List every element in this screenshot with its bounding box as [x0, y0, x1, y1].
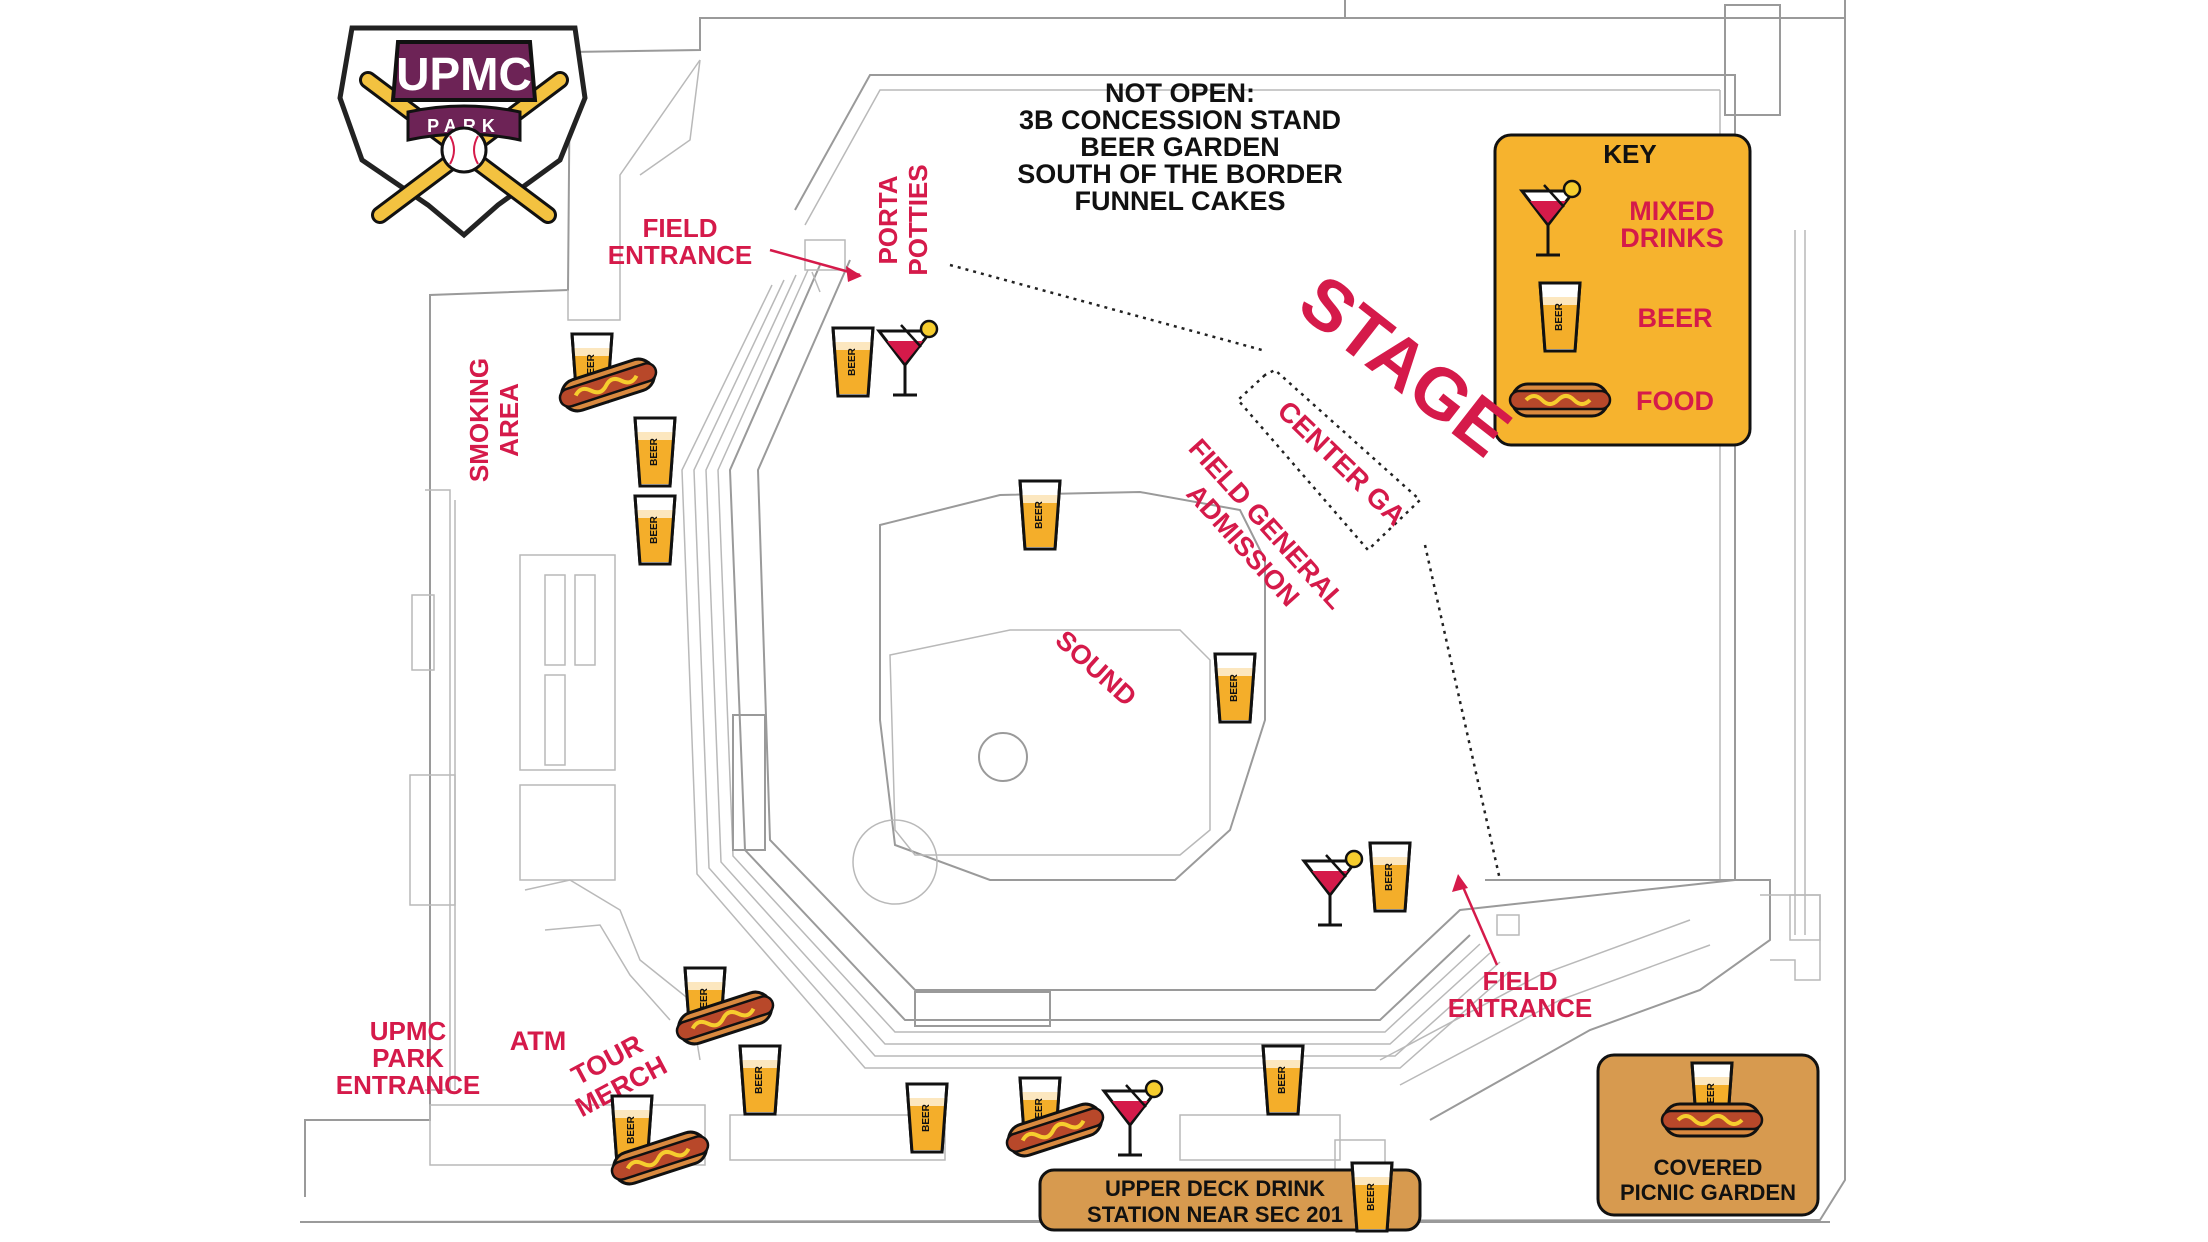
upper-deck-line-1: UPPER DECK DRINK	[1105, 1176, 1325, 1201]
stage-area-boundary	[949, 263, 1502, 881]
notice-line-3: BEER GARDEN	[1080, 132, 1280, 162]
label-field-entrance-right-1: FIELD	[1482, 966, 1557, 996]
label-smoking-2: AREA	[494, 383, 524, 457]
beer-icon	[1018, 479, 1062, 551]
key-beer-label: BEER	[1637, 303, 1712, 333]
logo-line2: PARK	[427, 116, 501, 136]
label-porta-2: POTTIES	[903, 164, 933, 275]
arrow-field-entrance-right	[1458, 879, 1499, 966]
label-sound: SOUND	[1050, 625, 1143, 713]
martini-icon	[877, 319, 939, 397]
label-field-entrance-top-2: ENTRANCE	[608, 240, 752, 270]
beer-icon	[1261, 1044, 1305, 1116]
beer-icon	[633, 494, 677, 566]
key-beer-icon	[1538, 281, 1582, 353]
label-atm: ATM	[510, 1026, 566, 1056]
notice-line-5: FUNNEL CAKES	[1074, 186, 1285, 216]
label-porta-1: PORTA	[873, 175, 903, 264]
covered-picnic-garden: COVERED PICNIC GARDEN	[1596, 1053, 1820, 1217]
not-open-notice: NOT OPEN: 3B CONCESSION STAND BEER GARDE…	[1017, 78, 1343, 216]
martini-icon	[1302, 849, 1364, 927]
stadium-outline	[299, 0, 1846, 1223]
arrow-field-entrance-top	[769, 248, 861, 277]
label-upmc-entrance-1: UPMC	[370, 1016, 447, 1046]
picnic-line-2: PICNIC GARDEN	[1620, 1180, 1796, 1205]
picnic-hotdog-icon	[1660, 1102, 1764, 1138]
label-upmc-entrance-2: PARK	[372, 1043, 444, 1073]
arrow-head-icon	[846, 266, 862, 282]
logo-line1: UPMC	[396, 48, 531, 100]
label-field-entrance-top-1: FIELD	[642, 213, 717, 243]
label-porta-potties: PORTA POTTIES	[873, 164, 933, 275]
map-key: KEY MIXED DRINKS BEER FOOD	[1493, 133, 1752, 447]
beer-icon	[633, 416, 677, 488]
label-smoking-area: SMOKING AREA	[464, 358, 524, 482]
key-mixed-line2: DRINKS	[1620, 223, 1724, 253]
picnic-line-1: COVERED	[1654, 1155, 1763, 1180]
upper-deck-line-2: STATION NEAR SEC 201	[1087, 1202, 1343, 1227]
arrow-head-icon	[1452, 874, 1468, 892]
key-hotdog-icon	[1508, 382, 1612, 418]
notice-line-4: SOUTH OF THE BORDER	[1017, 159, 1343, 189]
martini-icon	[1102, 1079, 1164, 1157]
label-smoking-1: SMOKING	[464, 358, 494, 482]
beer-icon	[1213, 652, 1257, 724]
beer-icon	[905, 1082, 949, 1154]
map-labels: FIELD ENTRANCE PORTA POTTIES SMOKING ARE…	[336, 164, 1592, 1123]
label-upmc-entrance-3: ENTRANCE	[336, 1070, 480, 1100]
upper-deck-drink-station: UPPER DECK DRINK STATION NEAR SEC 201	[1038, 1161, 1422, 1233]
upper-deck-beer-icon	[1350, 1161, 1394, 1233]
upmc-park-logo: UPMC PARK	[337, 25, 588, 239]
beer-icon	[738, 1044, 782, 1116]
beer-icon	[831, 326, 875, 398]
key-mixed-line1: MIXED	[1629, 196, 1715, 226]
key-food-label: FOOD	[1636, 386, 1714, 416]
notice-line-2: 3B CONCESSION STAND	[1019, 105, 1341, 135]
notice-line-1: NOT OPEN:	[1105, 78, 1255, 108]
key-title: KEY	[1603, 139, 1656, 169]
label-field-entrance-right-2: ENTRANCE	[1448, 993, 1592, 1023]
beer-icon	[1368, 841, 1412, 913]
